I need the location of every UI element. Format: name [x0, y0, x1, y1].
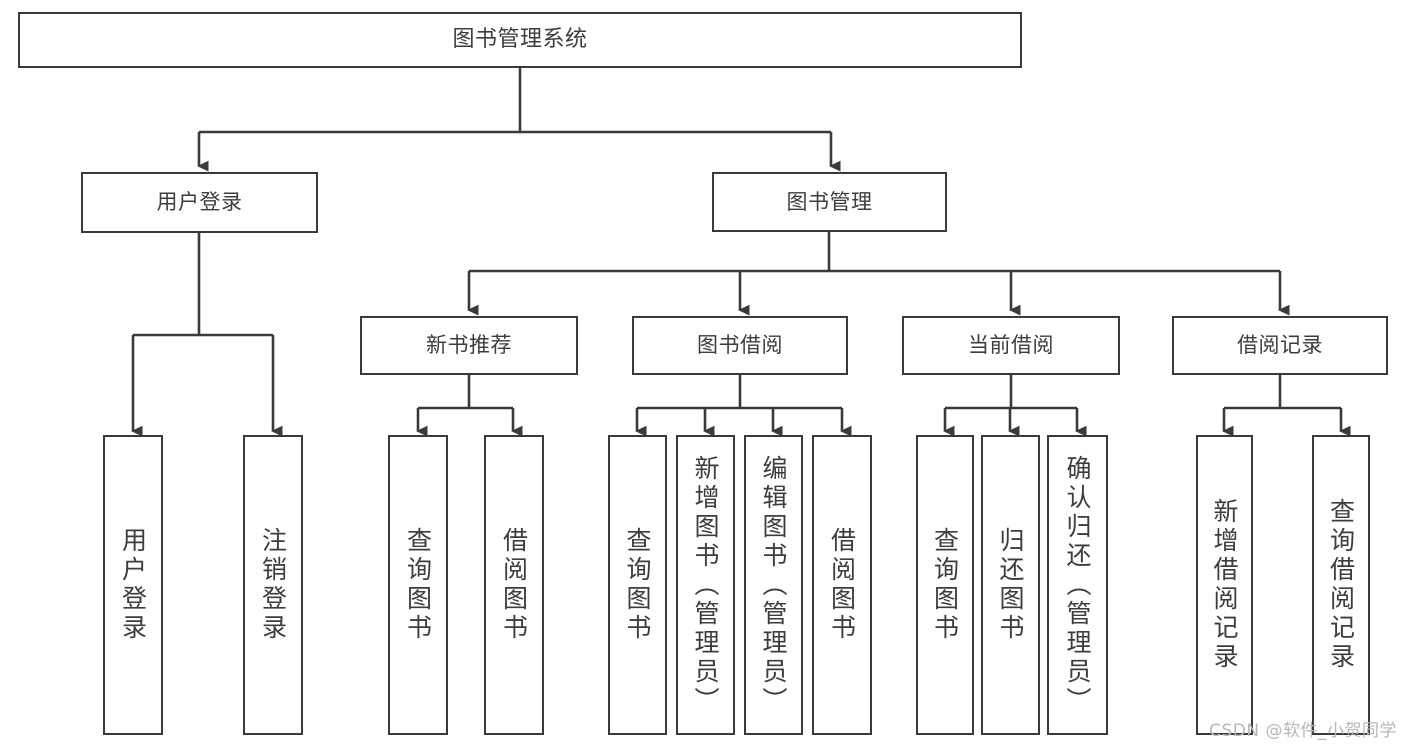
leaf-borrow-book-1[interactable]: 借阅图书	[484, 435, 544, 735]
leaf-query-book-3-label: 查询图书	[930, 527, 960, 643]
node-user-login-label: 用户登录	[156, 190, 243, 215]
leaf-query-book-2-label: 查询图书	[623, 527, 652, 643]
node-borrow-record-label: 借阅记录	[1237, 333, 1323, 358]
leaf-confirm-return-label: 确认归还（管理员）	[1063, 454, 1092, 716]
node-current-borrow-label: 当前借阅	[968, 333, 1054, 358]
watermark: CSDN @软件_小贺同学	[1209, 721, 1397, 741]
leaf-query-record-label: 查询借阅记录	[1326, 498, 1356, 672]
leaf-user-logout-label: 注销登录	[258, 527, 288, 643]
leaf-confirm-return[interactable]: 确认归还（管理员）	[1047, 435, 1108, 735]
leaf-query-book-3[interactable]: 查询图书	[916, 435, 974, 735]
node-new-book-recommend-label: 新书推荐	[426, 333, 512, 358]
leaf-edit-book[interactable]: 编辑图书（管理员）	[744, 435, 803, 735]
leaf-borrow-book-1-label: 借阅图书	[499, 527, 529, 643]
node-new-book-recommend[interactable]: 新书推荐	[360, 316, 578, 375]
node-user-login[interactable]: 用户登录	[81, 172, 318, 233]
leaf-return-book-label: 归还图书	[996, 527, 1025, 643]
leaf-user-login-label: 用户登录	[118, 527, 148, 643]
leaf-query-record[interactable]: 查询借阅记录	[1312, 435, 1370, 735]
node-book-management[interactable]: 图书管理	[712, 172, 947, 232]
leaf-borrow-book-2[interactable]: 借阅图书	[812, 435, 872, 735]
leaf-add-book[interactable]: 新增图书（管理员）	[676, 435, 735, 735]
node-current-borrow[interactable]: 当前借阅	[902, 316, 1120, 375]
leaf-add-book-label: 新增图书（管理员）	[691, 454, 720, 716]
leaf-borrow-book-2-label: 借阅图书	[827, 527, 857, 643]
node-book-borrow-label: 图书借阅	[697, 333, 783, 358]
leaf-user-logout[interactable]: 注销登录	[243, 435, 303, 735]
leaf-add-record-label: 新增借阅记录	[1210, 498, 1239, 672]
leaf-edit-book-label: 编辑图书（管理员）	[759, 454, 788, 716]
node-book-management-label: 图书管理	[786, 189, 873, 214]
node-borrow-record[interactable]: 借阅记录	[1172, 316, 1388, 375]
node-root-label: 图书管理系统	[452, 27, 588, 53]
node-book-borrow[interactable]: 图书借阅	[632, 316, 848, 375]
leaf-return-book[interactable]: 归还图书	[981, 435, 1040, 735]
leaf-query-book-1[interactable]: 查询图书	[388, 435, 448, 735]
leaf-add-record[interactable]: 新增借阅记录	[1196, 435, 1253, 735]
leaf-query-book-2[interactable]: 查询图书	[608, 435, 667, 735]
leaf-user-login[interactable]: 用户登录	[103, 435, 163, 735]
node-root[interactable]: 图书管理系统	[18, 12, 1022, 68]
leaf-query-book-1-label: 查询图书	[403, 527, 433, 643]
